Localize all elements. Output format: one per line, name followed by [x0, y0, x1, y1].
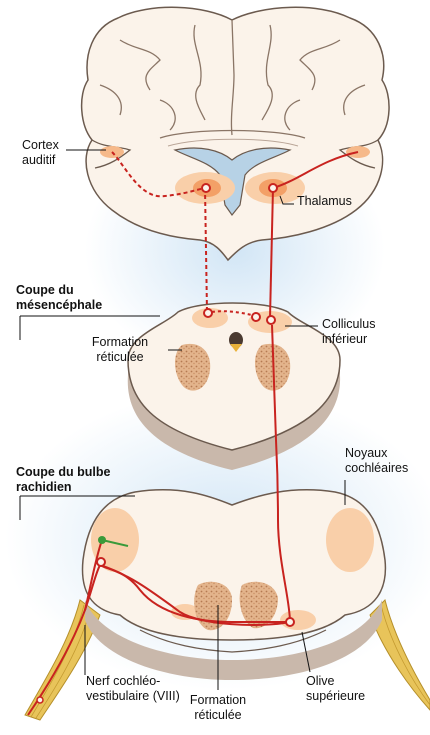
- synapse-cochlear-nucleus: [97, 558, 105, 566]
- label-colliculus-inferieur: Colliculus inférieur: [322, 317, 376, 347]
- label-thalamus: Thalamus: [297, 194, 352, 209]
- right-cochlear-nucleus: [326, 508, 374, 572]
- label-cortex-auditif: Cortex auditif: [22, 138, 59, 168]
- synapse-left-colliculus: [204, 309, 212, 317]
- label-nerf-cochleo-vestibulaire: Nerf cochléo- vestibulaire (VIII): [86, 674, 180, 704]
- nerve-end-marker: [37, 697, 43, 703]
- right-medulla-nucleus: [280, 610, 316, 630]
- label-coupe-bulbe: Coupe du bulbe rachidien: [16, 465, 110, 495]
- synapse-right-colliculus: [267, 316, 275, 324]
- label-olive-superieure: Olive supérieure: [306, 674, 365, 704]
- label-noyaux-cochleaires: Noyaux cochléaires: [345, 446, 408, 476]
- label-formation-reticulee-bottom: Formation réticulée: [168, 693, 268, 723]
- synapse-mid-colliculus: [252, 313, 260, 321]
- synapse-superior-olive: [286, 618, 294, 626]
- label-formation-reticulee-top: Formation réticulée: [70, 335, 170, 365]
- synapse-left-thalamus: [202, 184, 210, 192]
- synapse-right-thalamus: [269, 184, 277, 192]
- label-coupe-mesencephale: Coupe du mésencéphale: [16, 283, 102, 313]
- ganglion-cell: [98, 536, 106, 544]
